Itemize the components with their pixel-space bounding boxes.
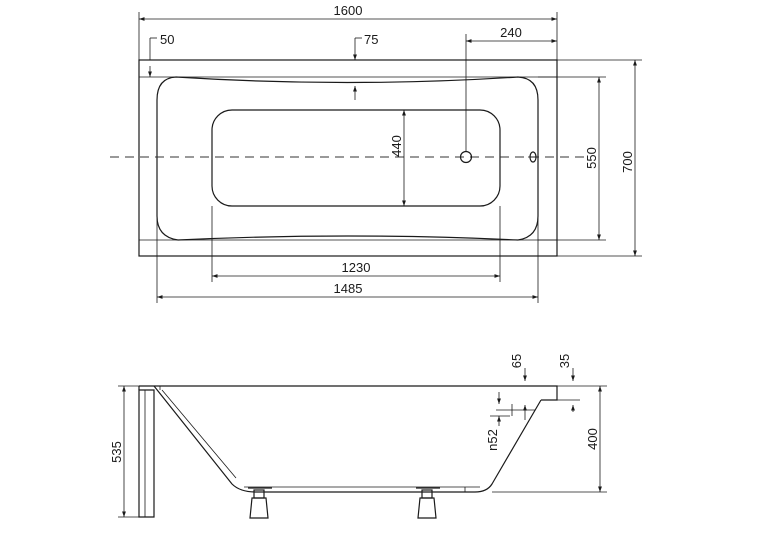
basin-bottom-outline: [211, 109, 501, 207]
dim-label-rim-side: 50: [160, 32, 174, 47]
side-rim-outline: [139, 385, 558, 401]
dim-label-depth: 400: [585, 428, 600, 450]
basin-outline: [156, 76, 539, 241]
dim-label-overflow: n52: [485, 429, 500, 451]
top-view: 1600 50 75 240 440 550 700 1230: [110, 3, 642, 303]
dim-label-width: 700: [620, 151, 635, 173]
drain-hole: [459, 150, 473, 164]
side-end-panel: [138, 389, 155, 518]
dim-label-rim-top: 75: [364, 32, 378, 47]
outer-rim-outline: [138, 59, 558, 257]
dim-label-bottom-width: 440: [389, 135, 404, 157]
foot-right: [416, 487, 440, 519]
dim-label-bottom-length: 1230: [342, 260, 371, 275]
foot-left: [248, 487, 272, 519]
dim-label-length: 1600: [334, 3, 363, 18]
dim-label-inner-length: 1485: [334, 281, 363, 296]
dim-label-rim-thickness: 35: [557, 354, 572, 368]
dim-label-rim-depth: 65: [509, 354, 524, 368]
side-basin-outline: [153, 385, 542, 493]
dim-label-drain-offset: 240: [500, 25, 522, 40]
dim-label-total-height: 535: [109, 441, 124, 463]
side-view: 535 65 35 n52 400: [109, 354, 607, 519]
dim-label-inner-width: 550: [584, 147, 599, 169]
